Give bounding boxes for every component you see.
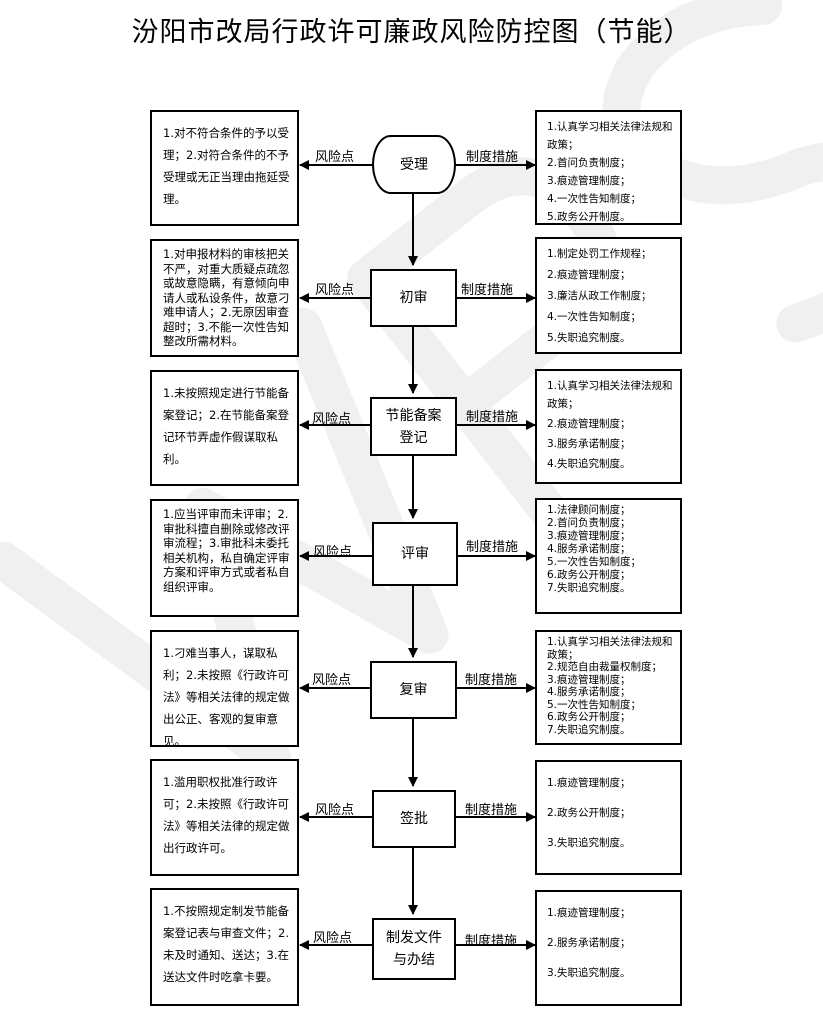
measure-item: 6.政务公开制度； — [547, 569, 631, 581]
measure-box-evaluation: 1.法律顾问制度； 2.首问负责制度； 3.痕迹管理制度； 4.服务承诺制度； … — [535, 498, 682, 614]
measure-item: 1.法律顾问制度； — [547, 504, 631, 516]
risk-label: 风险点 — [315, 803, 355, 818]
risk-box-issuance: 1.不按照规定制发节能备案登记表与审查文件；2.未及时通知、送达；3.在送达文件… — [150, 888, 299, 1006]
measure-item: 3.廉洁从政工作制度； — [547, 290, 652, 302]
measure-item: 7.失职追究制度。 — [547, 582, 631, 594]
measure-box-issuance: 1.痕迹管理制度； 2.服务承诺制度； 3.失职追究制度。 — [535, 890, 682, 1006]
risk-box-review: 1.刁难当事人，谋取私利；2.未按照《行政许可法》等相关法律的规定做出公正、客观… — [150, 630, 299, 748]
risk-box-accept: 1.对不符合条件的予以受理；2.对符合条件的不予受理或无正当理由拖延受理。 — [150, 110, 299, 226]
measure-item: 3.失职追究制度。 — [547, 967, 631, 979]
risk-label: 风险点 — [315, 150, 355, 165]
measure-item: 2.首问负责制度； — [547, 157, 631, 169]
step-re-review: 复审 — [370, 661, 457, 719]
step-energy-registration: 节能备案登记 — [370, 397, 457, 456]
measure-item: 2.首问负责制度； — [547, 517, 631, 529]
measure-item: 2.政务公开制度； — [547, 807, 631, 819]
risk-label: 风险点 — [312, 673, 352, 688]
measure-item: 1.制定处罚工作规程； — [547, 248, 652, 260]
measure-item: 1.痕迹管理制度； — [547, 907, 631, 919]
measure-label: 制度措施 — [466, 540, 519, 555]
measure-item: 7.失职追究制度。 — [547, 723, 631, 736]
risk-box-evaluation: 1.应当评审而未评审；2.审批科擅自删除或修改评审流程；3.审批科未委托相关机构… — [150, 499, 299, 617]
measure-label: 制度措施 — [466, 410, 519, 425]
step-evaluation: 评审 — [372, 522, 458, 586]
measure-item: 1.认真学习相关法律法规和政策； — [547, 121, 673, 151]
measure-item: 5.政务公开制度。 — [547, 211, 631, 223]
step-document-issuance: 制发文件与办结 — [372, 918, 456, 980]
measure-item: 2.服务承诺制度； — [547, 937, 631, 949]
measure-box-preliminary: 1.制定处罚工作规程； 2.痕迹管理制度； 3.廉洁从政工作制度； 4.一次性告… — [535, 237, 682, 354]
measure-label: 制度措施 — [461, 283, 514, 298]
measure-label: 制度措施 — [465, 673, 518, 688]
measure-item: 4.失职追究制度。 — [547, 458, 631, 470]
measure-item: 5.一次性告知制度； — [547, 556, 642, 568]
measure-item: 1.认真学习相关法律法规和政策； — [547, 380, 673, 410]
measure-item: 3.服务承诺制度； — [547, 438, 631, 450]
measure-label: 制度措施 — [465, 803, 518, 818]
risk-box-approval: 1.滥用职权批准行政许可；2.未按照《行政许可法》等相关法律的规定做出行政许可。 — [150, 759, 299, 876]
step-accept: 受理 — [372, 135, 456, 194]
measure-item: 3.痕迹管理制度； — [547, 175, 631, 187]
risk-box-registration: 1.未按照规定进行节能备案登记；2.在节能备案登记环节弄虚作假谋取私利。 — [150, 370, 299, 486]
measure-item: 1.痕迹管理制度； — [547, 777, 631, 789]
step-sign-approval: 签批 — [372, 790, 456, 848]
measure-item: 4.一次性告知制度； — [547, 311, 642, 323]
measure-box-approval: 1.痕迹管理制度； 2.政务公开制度； 3.失职追究制度。 — [535, 760, 682, 875]
measure-box-registration: 1.认真学习相关法律法规和政策； 2.痕迹管理制度； 3.服务承诺制度； 4.失… — [535, 369, 682, 484]
measure-item: 4.服务承诺制度； — [547, 686, 631, 698]
step-preliminary-review: 初审 — [370, 269, 457, 327]
measure-item: 5.失职追究制度。 — [547, 332, 631, 344]
risk-label: 风险点 — [313, 545, 353, 560]
risk-label: 风险点 — [315, 283, 355, 298]
measure-label: 制度措施 — [465, 934, 518, 949]
risk-label: 风险点 — [312, 412, 352, 427]
measure-box-review: 1.认真学习相关法律法规和政策； 2.规范自由裁量权制度； 3.痕迹管理制度； … — [535, 630, 682, 745]
measure-item: 2.痕迹管理制度； — [547, 418, 631, 430]
measure-item: 2.痕迹管理制度； — [547, 269, 631, 281]
risk-label: 风险点 — [313, 931, 353, 946]
measure-item: 1.认真学习相关法律法规和政策； — [547, 636, 673, 661]
risk-box-preliminary: 1.对申报材料的审核把关不严，对重大质疑点疏忽或故意隐瞒，有意倾向申请人或私设条… — [150, 239, 299, 357]
measure-item: 3.痕迹管理制度； — [547, 673, 631, 686]
measure-item: 4.服务承诺制度； — [547, 543, 631, 555]
measure-label: 制度措施 — [466, 150, 519, 165]
measure-item: 4.一次性告知制度； — [547, 193, 642, 205]
measure-item: 3.失职追究制度。 — [547, 837, 631, 849]
page-title: 汾阳市改局行政许可廉政风险防控图（节能） — [131, 17, 692, 48]
measure-box-accept: 1.认真学习相关法律法规和政策； 2.首问负责制度； 3.痕迹管理制度； 4.一… — [535, 110, 682, 225]
measure-item: 6.政务公开制度； — [547, 711, 631, 723]
measure-item: 2.规范自由裁量权制度； — [547, 661, 663, 673]
measure-item: 3.痕迹管理制度； — [547, 530, 631, 542]
measure-item: 5.一次性告知制度； — [547, 698, 642, 711]
